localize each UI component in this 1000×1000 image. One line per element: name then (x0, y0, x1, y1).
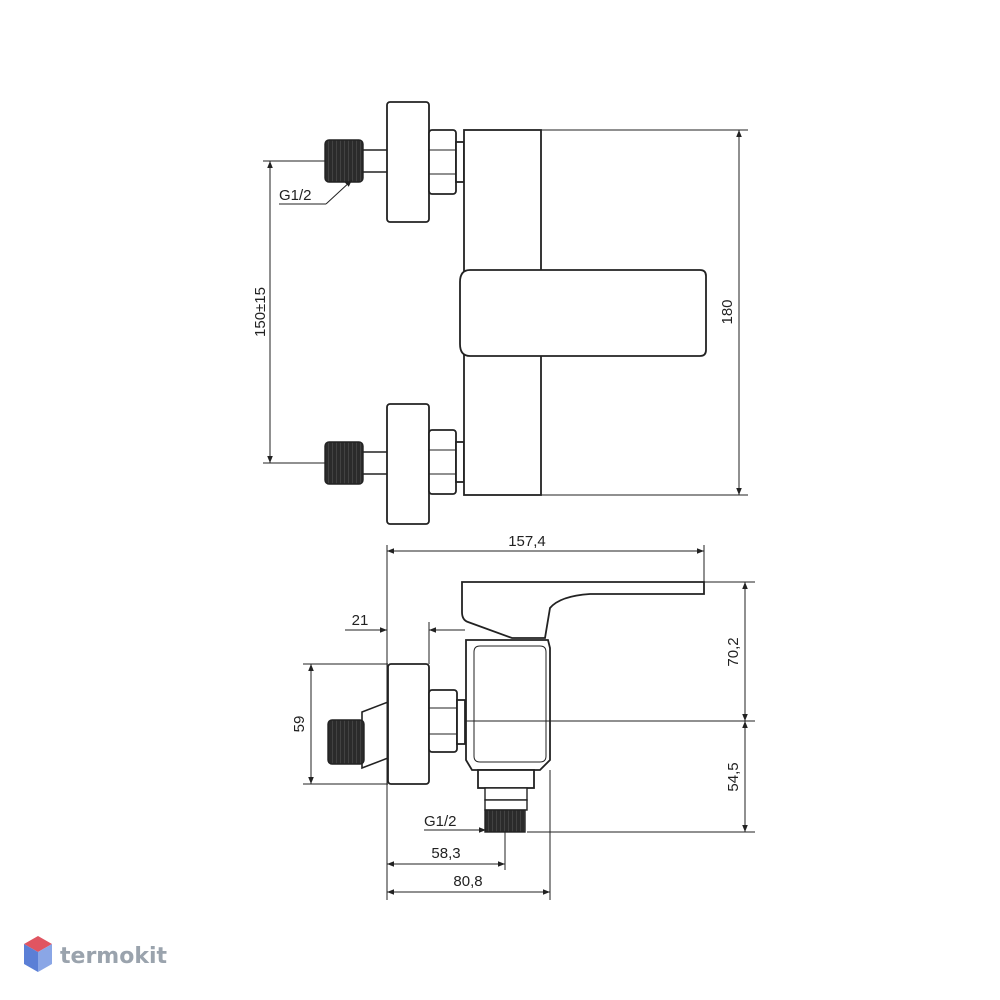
lower-thread-icon (324, 441, 364, 485)
outlet-dim-label: 58,3 (431, 845, 460, 862)
eccentric-connector (361, 700, 389, 770)
side-flange (387, 663, 430, 785)
upper-dim-label: 70,2 (725, 637, 742, 666)
side-thread-icon (327, 719, 365, 765)
upper-flange (386, 101, 430, 223)
total-height-dim-label: 180 (719, 299, 736, 324)
termokit-logo: termokit (24, 936, 167, 972)
side-nut (428, 689, 458, 753)
upper-nut (428, 129, 457, 195)
offset-dim-label: 21 (352, 612, 369, 629)
front-upper-connector (324, 101, 465, 223)
lower-nut (428, 429, 457, 495)
lower-dim-label: 54,5 (725, 762, 742, 791)
outlet-thread-label: G1/2 (424, 813, 457, 830)
outlet-neck (477, 769, 535, 789)
flange-dim-label: 59 (291, 716, 308, 733)
brand-name: termokit (60, 944, 167, 969)
front-thread-label: G1/2 (279, 187, 312, 204)
lever-handle (459, 269, 707, 357)
valve-body (465, 639, 551, 771)
front-view: 150±15 G1/2 180 (252, 101, 748, 525)
side-lever (461, 581, 705, 639)
lower-flange (386, 403, 430, 525)
depth-dim-label: 80,8 (453, 873, 482, 890)
width-dim-label: 157,4 (508, 533, 546, 550)
height-dim-label: 150±15 (252, 287, 269, 337)
front-lower-connector (324, 403, 465, 525)
side-view: 157,4 21 59 70,2 54,5 G1/2 58,3 80,8 (291, 533, 755, 900)
upper-thread-icon (324, 139, 364, 183)
outlet-thread-icon (484, 809, 526, 833)
